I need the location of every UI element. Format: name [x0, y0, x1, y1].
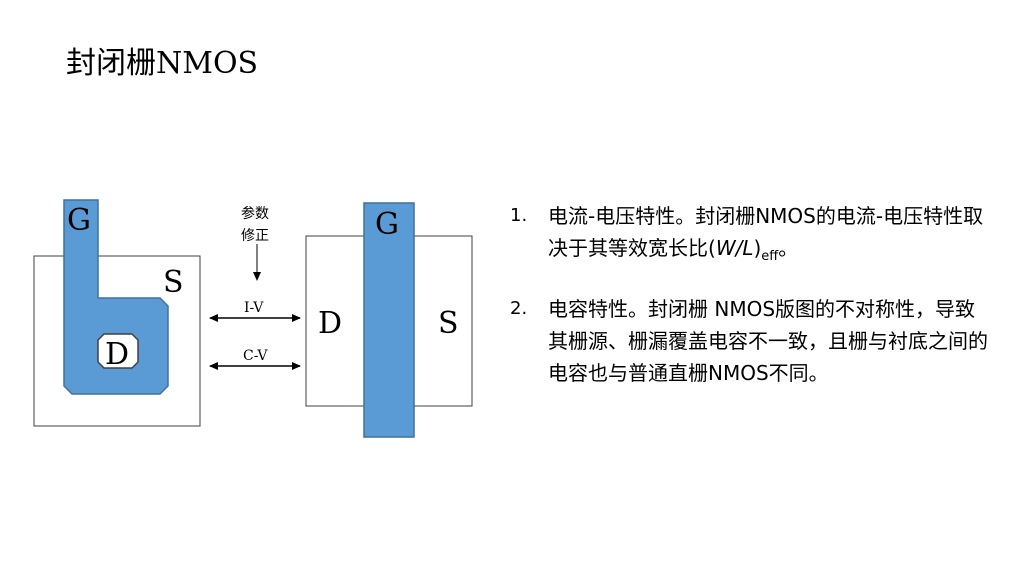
explanation-list: 1. 电流-电压特性。封闭栅NMOS的电流-电压特性取决于其等效宽长比(W/L)… [510, 200, 990, 409]
left-source-label: S [163, 265, 184, 300]
page-title: 封闭栅NMOS [66, 46, 259, 81]
list-item: 1. 电流-电压特性。封闭栅NMOS的电流-电压特性取决于其等效宽长比(W/L)… [510, 200, 990, 273]
correction-arrows: 参数 修正 I-V C-V [209, 205, 301, 370]
cv-label: C-V [243, 348, 268, 364]
straight-gate-layout: G D S [305, 202, 473, 438]
enclosed-gate-layout: G S D [33, 199, 201, 427]
left-gate-label: G [67, 203, 91, 238]
list-item-text: 电流-电压特性。封闭栅NMOS的电流-电压特性取决于其等效宽长比(W/L)eff… [548, 204, 984, 264]
list-item-text: 电容特性。封闭栅 NMOS版图的不对称性，导致其栅源、栅漏覆盖电容不一致，且栅与… [548, 297, 988, 385]
list-item-number: 2. [510, 298, 528, 319]
correction-note-line1: 参数 [241, 205, 269, 222]
list-item: 2. 电容特性。封闭栅 NMOS版图的不对称性，导致其栅源、栅漏覆盖电容不一致，… [510, 293, 990, 389]
list-item-number: 1. [510, 205, 528, 226]
correction-note-line2: 修正 [241, 228, 269, 244]
iv-label: I-V [244, 300, 264, 316]
left-gate-poly [63, 199, 169, 395]
right-gate-label: G [375, 207, 399, 242]
left-drain-label: D [105, 337, 129, 372]
left-drain-contact [97, 333, 139, 369]
right-drain-label: D [318, 306, 342, 341]
right-gate-poly [363, 202, 415, 438]
right-source-label: S [438, 306, 459, 341]
